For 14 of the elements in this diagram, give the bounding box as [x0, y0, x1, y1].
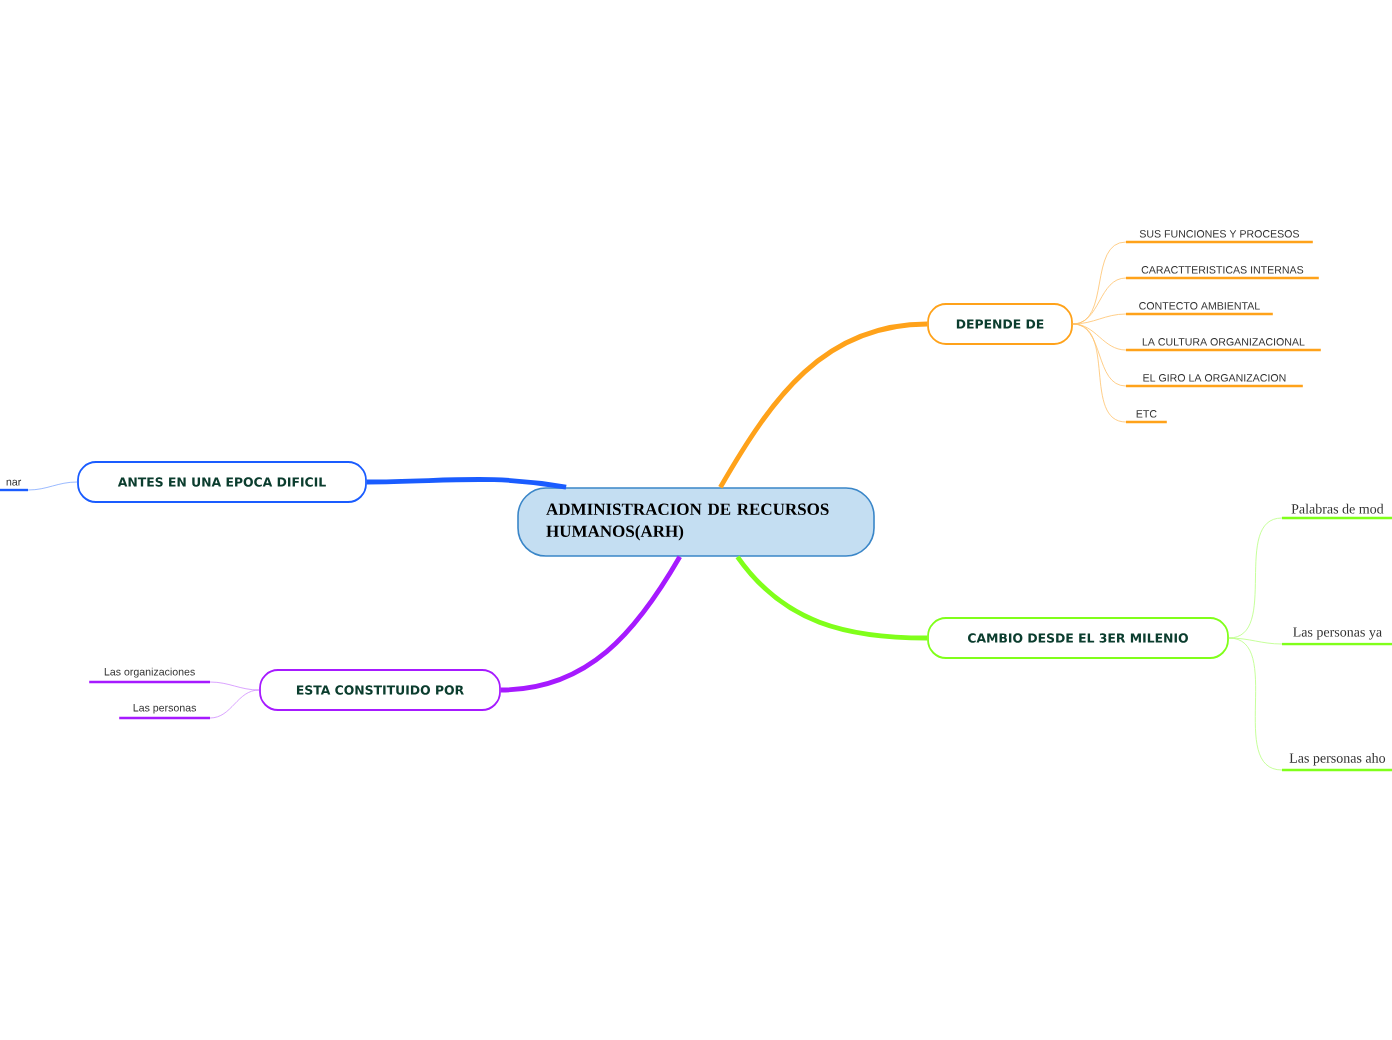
connector [209, 681, 260, 691]
connector [366, 477, 567, 490]
connector [1228, 517, 1283, 639]
connector [1072, 277, 1127, 325]
connector [500, 555, 682, 693]
connector [1072, 323, 1127, 423]
connector [735, 555, 928, 641]
connector [27, 481, 78, 491]
central-topic-box: ADMINISTRACION DE RECURSOS HUMANOS(ARH) [517, 487, 875, 557]
connector [718, 321, 928, 489]
connector [1072, 313, 1127, 325]
connector [209, 689, 260, 719]
connector [1228, 637, 1283, 771]
connector [1228, 637, 1283, 645]
